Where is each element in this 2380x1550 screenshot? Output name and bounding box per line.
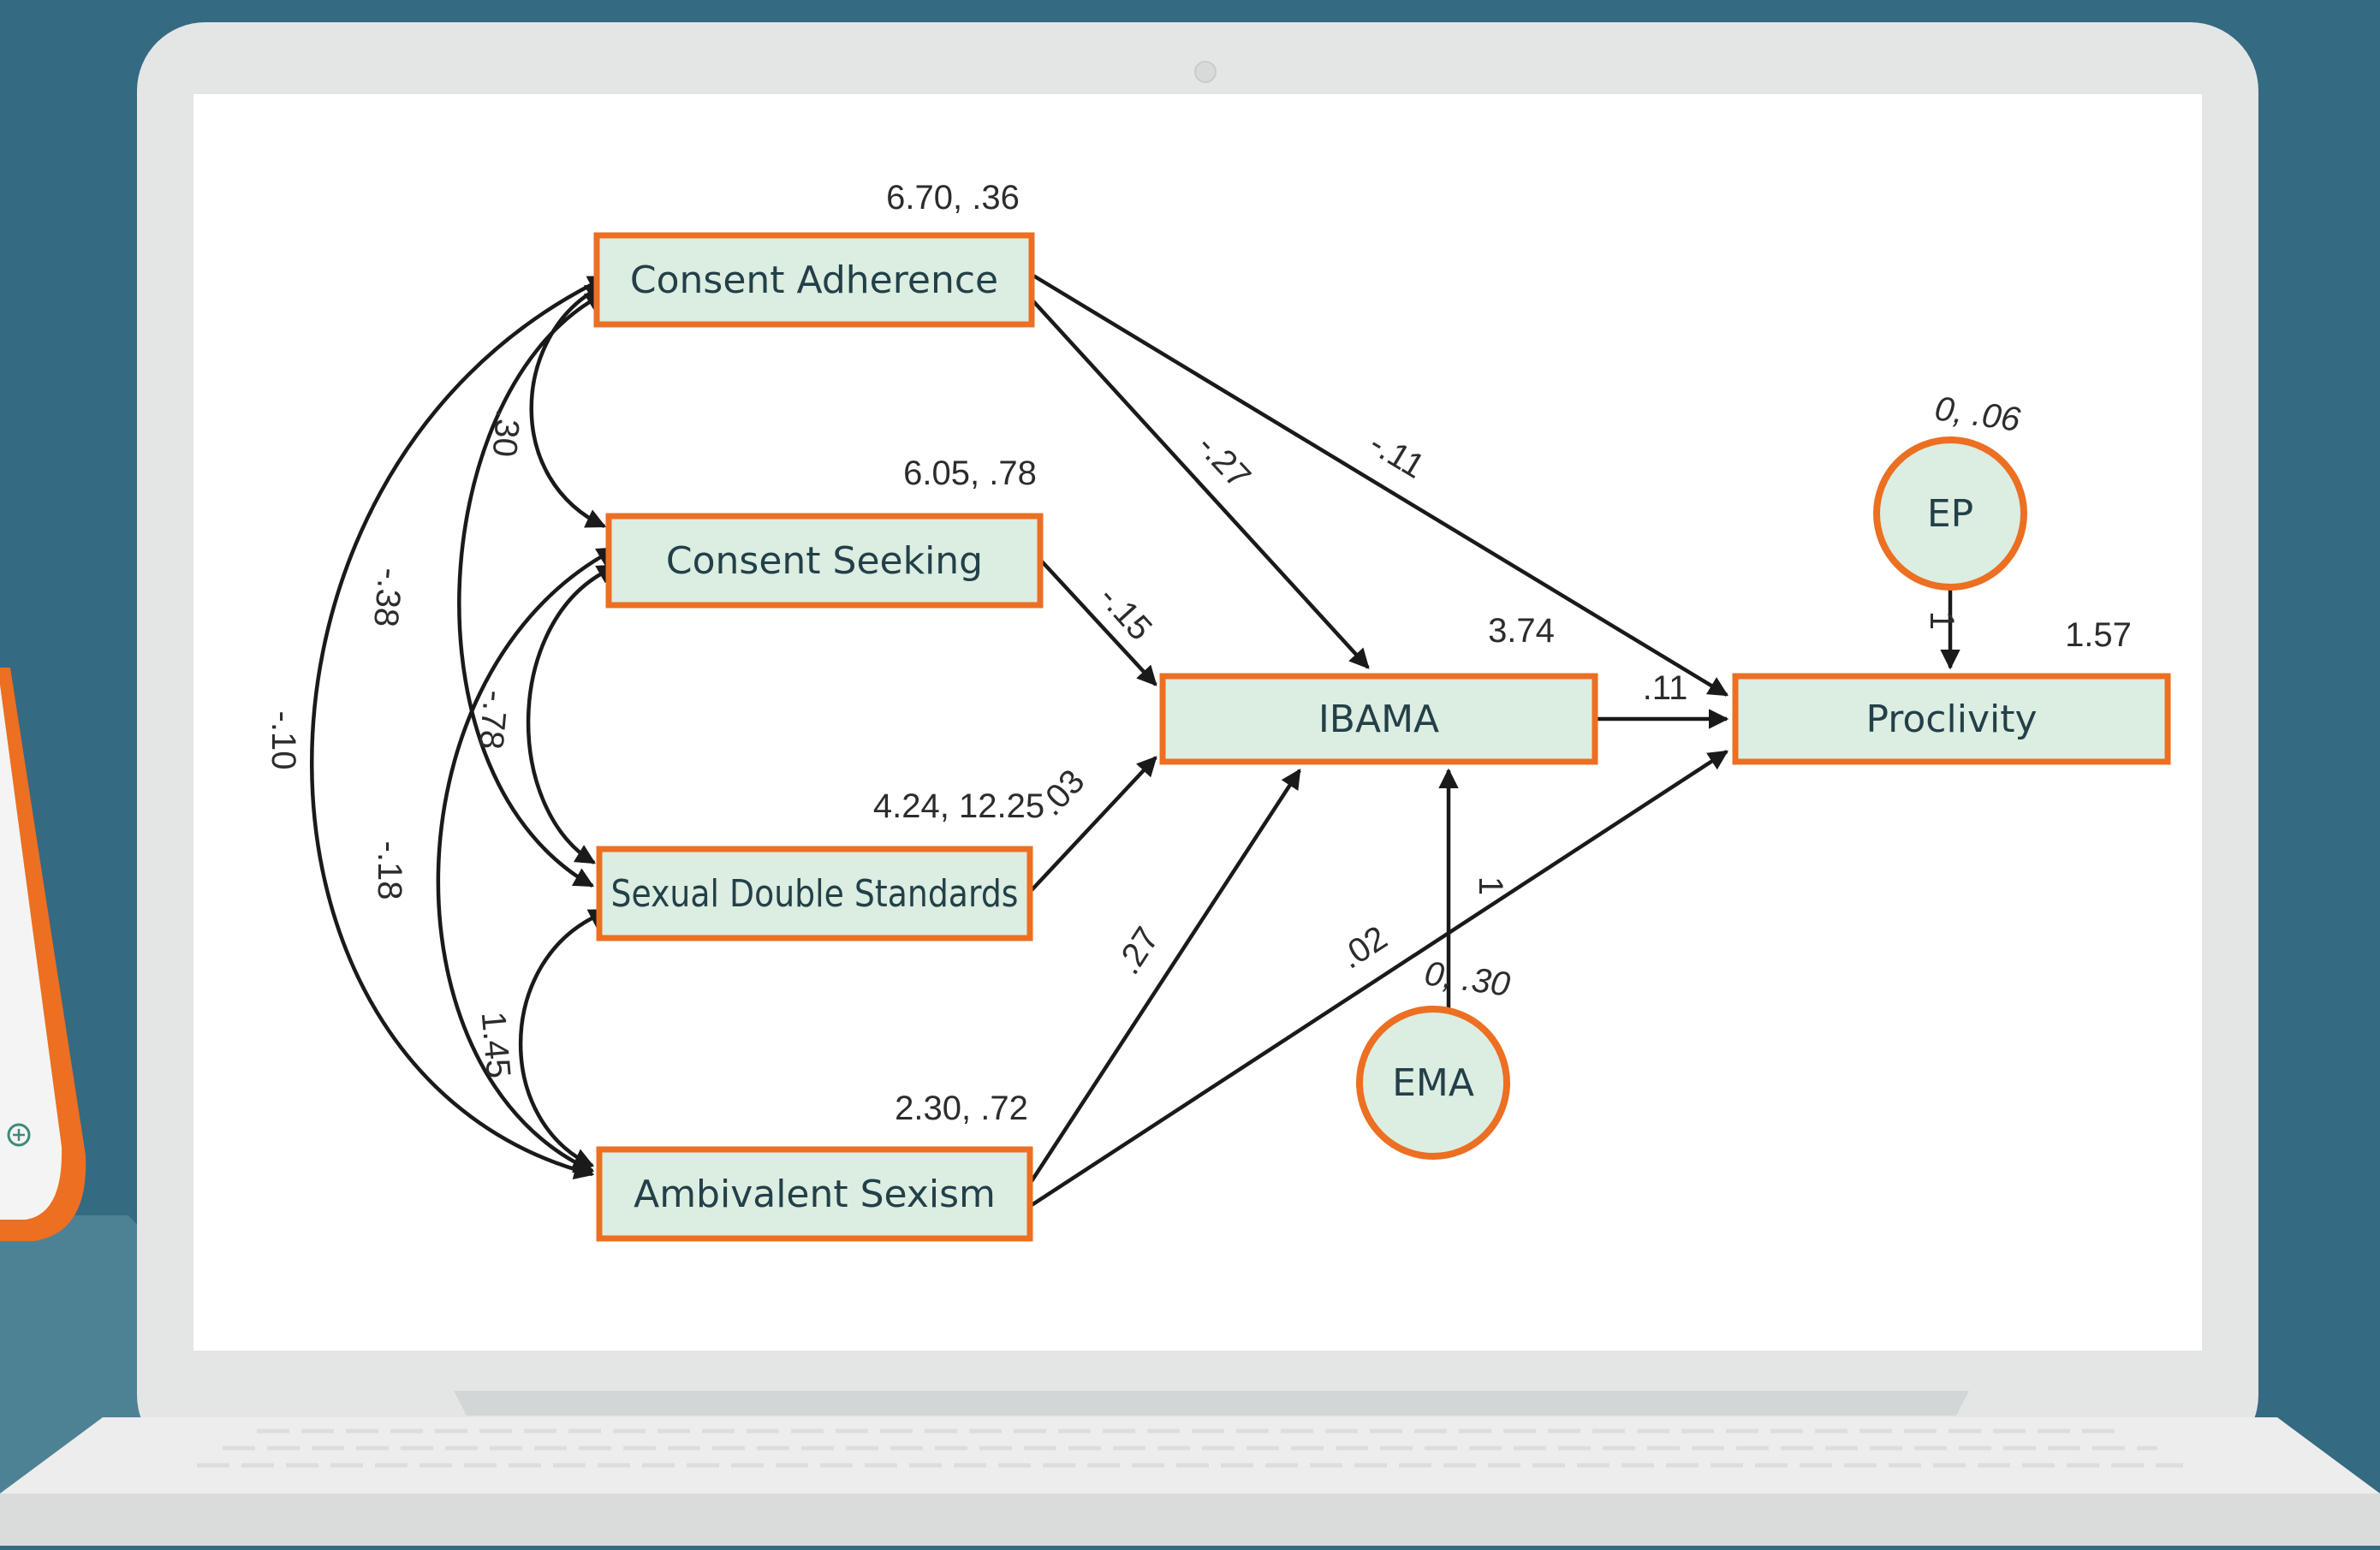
node-cs-label: Consent Seeking [666, 539, 983, 583]
path-arrow-as-proc [1030, 750, 1728, 1207]
node-cs-stats: 6.05, .78 [903, 454, 1037, 492]
path-coef-ep-proc: 1 [1923, 611, 1961, 630]
covariance-curve-ca-cs [529, 282, 607, 529]
node-as-label: Ambivalent Sexism [634, 1173, 996, 1216]
covariance-coef-ca-as: -.10 [265, 711, 302, 770]
node-ca-stats: 6.70, .36 [886, 179, 1020, 217]
node-ema-circle [1356, 1006, 1510, 1160]
node-as-stats: 2.30, .72 [895, 1090, 1028, 1127]
node-proc-stats: 1.57 [2065, 616, 2132, 654]
covariance-curve-ca-as [310, 276, 609, 1180]
node-ibama-stats: 3.74 [1488, 612, 1555, 650]
node-cs: Consent Seeking [605, 513, 1044, 609]
node-sds-stats: 4.24, 12.25 [873, 787, 1044, 825]
node-sds-label: Sexual Double Standards [611, 872, 1019, 916]
path-arrow-cs-ibama [1040, 560, 1157, 686]
node-ema-label: EMA [1392, 1061, 1474, 1105]
covariance-coef-ca-cs: .30 [485, 408, 527, 459]
node-ca-label: Consent Adherence [630, 258, 998, 302]
node-ema: EMA [1356, 1006, 1510, 1160]
plus-circle-icon [7, 1123, 31, 1147]
covariance-curve-cs-sds [526, 564, 618, 864]
node-ibama-box [1159, 673, 1598, 765]
node-sds-box [596, 846, 1033, 941]
node-proc-box [1732, 673, 2171, 765]
node-ibama: IBAMA [1159, 673, 1598, 765]
path-arrow-sds-ibama [1030, 756, 1157, 892]
covariance-curve-ca-sds [457, 291, 606, 888]
node-ep: EP [1873, 436, 2027, 591]
node-as-box [596, 1146, 1033, 1242]
trackpad-notch [454, 1391, 1969, 1416]
covariance-coef-sds-as: 1.45 [474, 1010, 518, 1079]
node-ep-label: EP [1927, 492, 1973, 536]
covariance-curve-cs-as [436, 547, 618, 1173]
keyboard [197, 1428, 2183, 1468]
path-arrow-ca-proc [1032, 274, 1729, 697]
node-proc-label: Proclivity [1866, 698, 2038, 741]
node-ca: Consent Adherence [593, 232, 1035, 328]
node-sds: Sexual Double Standards [596, 846, 1033, 941]
phone-edge [0, 668, 86, 1241]
node-as: Ambivalent Sexism [596, 1146, 1033, 1242]
covariance-coef-ca-sds: -.38 [366, 567, 409, 629]
node-ep-circle [1873, 436, 2027, 591]
node-proc: Proclivity [1732, 673, 2171, 765]
path-coef-ibama-proc: .11 [1643, 669, 1688, 707]
diagram-edges [310, 274, 1961, 1207]
node-ibama-label: IBAMA [1318, 698, 1439, 741]
covariance-curve-sds-as [519, 909, 610, 1168]
path-coef-ema-ibama: 1 [1472, 876, 1509, 895]
covariance-coef-cs-as: -.18 [371, 841, 408, 900]
webcam [1194, 61, 1217, 83]
node-ca-box [593, 232, 1035, 328]
path-arrow-as-ibama [1030, 769, 1301, 1183]
path-arrow-ca-ibama [1032, 300, 1370, 669]
covariance-coef-cs-sds: -.78 [472, 689, 515, 751]
node-cs-box [605, 513, 1044, 609]
